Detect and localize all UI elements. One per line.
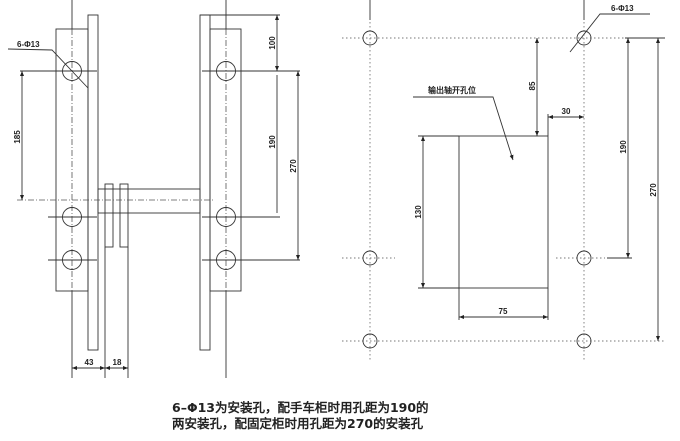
dim-85: 85 xyxy=(528,81,537,90)
hole-spec-label: 6-Φ13 xyxy=(611,4,634,13)
dim-185: 185 xyxy=(13,130,22,144)
mounting-hole xyxy=(362,250,378,266)
dim-30: 30 xyxy=(562,107,571,116)
mounting-hole xyxy=(362,333,378,349)
dim-270: 270 xyxy=(649,183,658,197)
caption-line-1: 6–Φ13为安装孔，配手车柜时用孔距为190的 xyxy=(172,400,429,415)
mounting-hole xyxy=(576,30,592,46)
output-shaft xyxy=(97,188,201,214)
side-view: 6-Φ13 185 100 190 270 43 18 xyxy=(7,0,300,378)
caption: 6–Φ13为安装孔，配手车柜时用孔距为190的 两安装孔，配固定柜时用孔距为27… xyxy=(172,400,429,432)
mounting-hole xyxy=(362,30,378,46)
dim-75: 75 xyxy=(499,307,508,316)
dim-270: 270 xyxy=(289,159,298,173)
right-mounting-plate xyxy=(209,28,242,292)
dim-100: 100 xyxy=(268,36,277,50)
dim-190: 190 xyxy=(268,135,277,149)
shaft-opening xyxy=(458,135,549,289)
left-bar xyxy=(87,14,99,351)
caption-line-2: 两安装孔，配固定柜时用孔距为270的安装孔 xyxy=(172,416,424,431)
right-bar xyxy=(199,14,211,351)
coupler xyxy=(104,183,114,248)
dim-43: 43 xyxy=(85,358,94,367)
dim-190: 190 xyxy=(619,140,628,154)
front-view: 输出轴开孔位 6-Φ13 85 30 130 75 190 270 xyxy=(342,0,665,362)
dim-130: 130 xyxy=(414,205,423,219)
mounting-hole xyxy=(576,250,592,266)
hole-spec-label: 6-Φ13 xyxy=(17,40,40,49)
shaft-opening-label: 输出轴开孔位 xyxy=(428,85,476,95)
mounting-hole xyxy=(576,333,592,349)
coupler xyxy=(119,183,129,248)
dim-18: 18 xyxy=(113,358,122,367)
